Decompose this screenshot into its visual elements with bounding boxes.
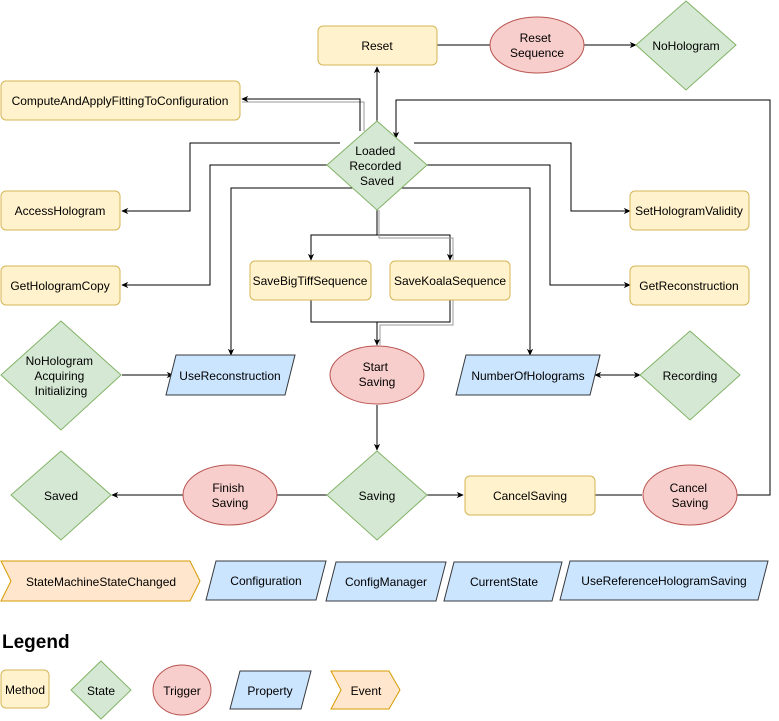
nohologram-acquiring-initializing-state-node: NoHologram Acquiring Initializing [0,320,122,431]
current-state-label: CurrentState [470,575,538,589]
legend-property-label: Property [247,684,292,698]
legend-event: Event [330,670,401,710]
legend-property: Property [229,670,312,710]
edge-loaded-to-save-bigtiff [307,210,378,261]
edge-cancel-trigger-to-loaded [392,99,771,496]
save-bigtiff-sequence-method-node: SaveBigTiffSequence [249,260,372,301]
edge-loaded-to-use-reconstruction [227,187,360,356]
cancel-saving-trigger-label: Cancel Saving [670,481,711,510]
start-saving-trigger-node: Start Saving [329,345,425,405]
edge-loaded-to-get-reconstruction [409,164,631,289]
config-manager-property-node: ConfigManager [325,561,447,602]
cancel-saving-method-label: CancelSaving [493,489,567,503]
recording-label: Recording [663,369,718,383]
legend-trigger-label: Trigger [163,684,201,698]
nohologram-label: NoHologram [652,39,719,53]
edge-loaded-to-save-koala-gray [378,210,454,260]
edge-loaded-to-access-hologram [121,142,340,215]
cancel-saving-trigger-node: Cancel Saving [642,464,738,526]
use-reconstruction-property-node: UseReconstruction [165,354,296,396]
save-bigtiff-sequence-label: SaveBigTiffSequence [253,274,368,288]
set-hologram-validity-method-node: SetHologramValidity [629,190,750,231]
compute-fitting-method-node: ComputeAndApplyFittingToConfiguration [0,80,241,121]
reset-sequence-label: Reset Sequence [510,31,564,60]
legend: Legend Method State Trigger Property Eve… [0,632,401,720]
save-koala-sequence-label: SaveKoalaSequence [394,274,506,288]
edge-loaded-to-compute [241,95,361,131]
edge-loaded-to-number-of-holograms [393,187,534,356]
edge-loaded-to-set-hologram-validity [414,142,631,215]
saving-label: Saving [359,489,396,503]
legend-state: State [70,660,132,720]
cancel-saving-method-node: CancelSaving [464,475,596,516]
get-hologram-copy-method-node: GetHologramCopy [0,265,121,306]
legend-title: Legend [2,632,70,653]
finish-saving-label: Finish Saving [212,481,249,510]
legend-trigger: Trigger [152,664,212,716]
legend-state-label: State [87,684,115,698]
configuration-property-node: Configuration [205,560,327,601]
reset-method-node: Reset [317,25,438,66]
nohologram-acquiring-initializing-label: NoHologram Acquiring Initializing [26,354,97,398]
get-reconstruction-method-node: GetReconstruction [629,265,750,306]
access-hologram-method-node: AccessHologram [0,190,121,231]
configuration-label: Configuration [230,574,301,588]
use-reference-hologram-saving-property-node: UseReferenceHologramSaving [559,560,769,601]
config-manager-label: ConfigManager [345,575,427,589]
start-saving-label: Start Saving [359,360,396,389]
edge-loaded-to-compute-gray [242,101,365,131]
legend-event-label: Event [351,684,382,698]
use-reference-hologram-saving-label: UseReferenceHologramSaving [581,574,746,588]
reset-label: Reset [361,39,393,53]
state-machine-state-changed-event-node: StateMachineStateChanged [0,560,201,602]
saving-state-node: Saving [326,450,428,541]
loaded-recorded-saved-label: Loaded Recorded Saved [349,144,404,188]
number-of-holograms-property-node: NumberOfHolograms [455,354,601,396]
current-state-property-node: CurrentState [443,561,563,602]
save-koala-sequence-method-node: SaveKoalaSequence [389,260,511,301]
nohologram-state-node: NoHologram [635,0,737,91]
reset-sequence-trigger-node: Reset Sequence [489,16,585,74]
saved-state-node: Saved [10,450,112,541]
recording-state-node: Recording [639,330,741,421]
legend-method-label: Method [5,683,45,697]
set-hologram-validity-label: SetHologramValidity [635,204,743,218]
edge-loaded-to-save-koala [377,234,454,261]
get-reconstruction-label: GetReconstruction [639,279,738,293]
use-reconstruction-label: UseReconstruction [179,369,280,383]
saved-label: Saved [44,489,78,503]
edge-save-koala-to-start-saving-gray [379,300,454,345]
number-of-holograms-label: NumberOfHolograms [471,369,584,383]
loaded-recorded-saved-state-node: Loaded Recorded Saved [326,120,428,211]
compute-fitting-label: ComputeAndApplyFittingToConfiguration [12,94,229,108]
state-machine-state-changed-label: StateMachineStateChanged [26,575,176,589]
edge-loaded-to-get-hologram-copy [121,164,345,289]
get-hologram-copy-label: GetHologramCopy [10,279,109,293]
edge-save-koala-to-start-saving [377,300,451,323]
access-hologram-label: AccessHologram [15,204,106,218]
edge-save-bigtiff-to-start-saving [310,300,381,346]
edges [111,41,771,499]
finish-saving-trigger-node: Finish Saving [182,464,278,526]
legend-method: Method [0,669,50,709]
